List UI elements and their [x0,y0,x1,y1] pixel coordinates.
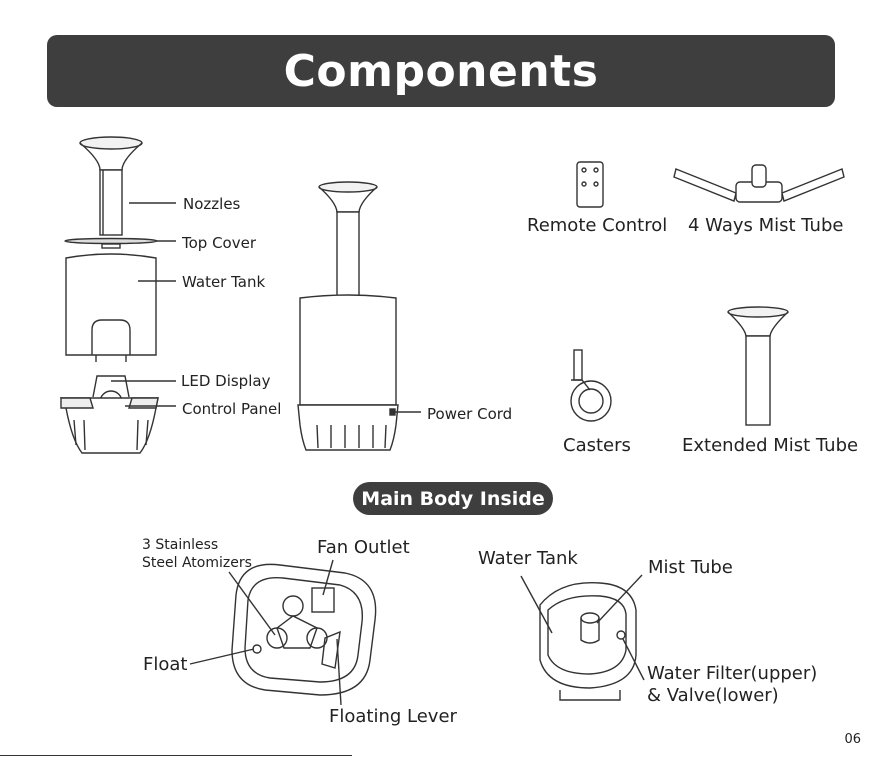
label-power-cord: Power Cord [427,405,512,423]
label-water-filter: Water Filter(upper) & Valve(lower) [647,663,817,707]
label-four-ways-mist-tube: 4 Ways Mist Tube [688,215,843,236]
four-ways-mist-tube-illustration [674,165,844,202]
label-remote-control: Remote Control [527,215,667,236]
label-fan-outlet: Fan Outlet [317,537,410,558]
label-control-panel: Control Panel [182,400,281,418]
label-atomizers-line2: Steel Atomizers [142,554,252,572]
water-tank-illustration [66,254,156,362]
main-body-inside-heading: Main Body Inside [353,482,553,515]
extended-mist-tube-illustration [728,307,788,425]
section-title: Main Body Inside [361,488,544,510]
label-nozzles: Nozzles [183,195,240,213]
label-atomizers: 3 Stainless Steel Atomizers [142,536,252,572]
assembled-humidifier-illustration [298,182,398,450]
casters-illustration [571,350,611,421]
footer-rule [0,755,352,756]
label-float: Float [143,654,187,675]
label-casters: Casters [563,435,631,456]
label-water-filter-line1: Water Filter(upper) [647,663,817,685]
remote-control-illustration [577,162,603,207]
main-body-side-view-illustration [540,583,636,700]
label-mist-tube: Mist Tube [648,557,733,578]
nozzles-illustration [80,137,142,235]
label-extended-mist-tube: Extended Mist Tube [682,435,858,456]
label-water-tank: Water Tank [182,273,265,291]
label-top-cover: Top Cover [182,234,256,252]
label-inside-water-tank: Water Tank [478,548,578,569]
top-cover-illustration [65,239,157,249]
base-illustration [61,376,158,453]
label-atomizers-line1: 3 Stainless [142,536,252,554]
label-floating-lever: Floating Lever [329,706,457,727]
page-number: 06 [844,732,861,747]
label-led-display: LED Display [181,372,270,390]
main-body-top-view-illustration [232,564,376,695]
label-water-filter-line2: & Valve(lower) [647,685,817,707]
